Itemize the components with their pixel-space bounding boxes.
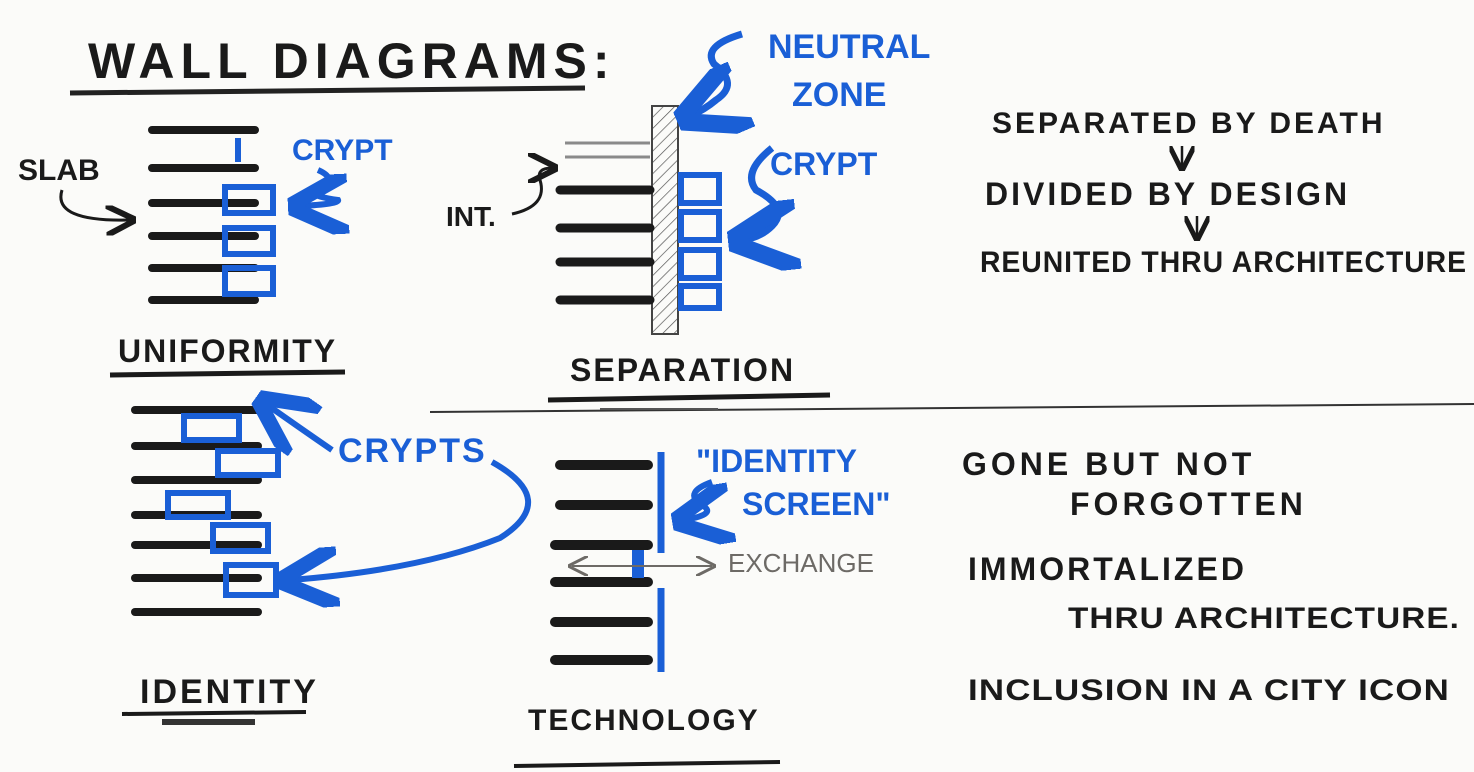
uniformity-diagram: SLAB CRYPT UNIFORMITY — [18, 126, 393, 378]
identity-screen-line — [632, 452, 665, 672]
note-divided: DIVIDED BY DESIGN — [985, 176, 1350, 212]
note-separated: SEPARATED BY DEATH — [992, 107, 1385, 140]
uniformity-underline — [109, 369, 346, 378]
note-gone: GONE BUT NOT — [962, 446, 1255, 482]
separation-crypt-label: CRYPT — [770, 146, 878, 182]
separation-slabs — [555, 185, 655, 305]
separation-underline — [547, 392, 831, 403]
identity-caption: IDENTITY — [140, 673, 319, 711]
crypts-arrow-top — [266, 404, 334, 450]
separation-caption: SEPARATION — [570, 352, 795, 388]
bottom-notes: GONE BUT NOT FORGOTTEN IMMORTALIZED THRU… — [962, 446, 1460, 707]
screen-arrow — [684, 479, 712, 520]
note-immortalized: IMMORTALIZED — [968, 551, 1247, 587]
neutral-zone-hatch — [651, 105, 679, 335]
crypts-arrow-bottom — [290, 459, 531, 580]
top-notes: SEPARATED BY DEATH DIVIDED BY DESIGN REU… — [980, 107, 1467, 279]
uniformity-slabs — [148, 126, 259, 304]
identity-underline — [121, 710, 307, 716]
slab-arrow — [59, 189, 130, 220]
uniformity-crypts — [222, 138, 276, 297]
section-divider — [429, 403, 1474, 413]
note-forgotten: FORGOTTEN — [1070, 486, 1307, 522]
uniformity-crypt-arrow — [300, 167, 338, 206]
technology-underline — [513, 760, 781, 768]
neutral-zone-arrow — [690, 30, 742, 116]
note-reunited: REUNITED THRU ARCHITECTURE — [980, 246, 1467, 279]
separation-crypt-arrow — [742, 145, 778, 240]
note-thru-architecture: THRU ARCHITECTURE. — [1068, 602, 1460, 635]
separation-crypts — [678, 172, 722, 311]
title-underline — [69, 85, 586, 96]
page-title: WALL DIAGRAMS: — [88, 33, 615, 89]
technology-slabs — [550, 460, 653, 665]
identity-crypts — [165, 413, 281, 598]
identity-diagram: CRYPTS IDENTITY — [121, 404, 531, 725]
screen-label-1: "IDENTITY — [696, 443, 857, 479]
slab-label: SLAB — [18, 154, 100, 187]
technology-diagram: EXCHANGE "IDENTITY SCREEN" TECHNOLOGY — [513, 443, 891, 768]
crypts-label: CRYPTS — [338, 432, 487, 470]
interior-label: INT. — [446, 201, 496, 232]
interior-arrow — [511, 168, 552, 216]
uniformity-crypt-label: CRYPT — [292, 134, 393, 167]
neutral-zone-label-1: NEUTRAL — [768, 28, 930, 66]
screen-label-2: SCREEN" — [742, 486, 891, 522]
note-inclusion: INCLUSION IN A CITY ICON — [968, 674, 1450, 707]
technology-caption: TECHNOLOGY — [528, 704, 760, 737]
separation-slab-faint — [565, 141, 650, 159]
exchange-label: EXCHANGE — [728, 548, 874, 578]
uniformity-caption: UNIFORMITY — [118, 333, 337, 369]
separation-diagram: INT. NEUTRAL ZONE CRYPT SEPARATION — [446, 28, 930, 410]
neutral-zone-label-2: ZONE — [792, 76, 886, 114]
